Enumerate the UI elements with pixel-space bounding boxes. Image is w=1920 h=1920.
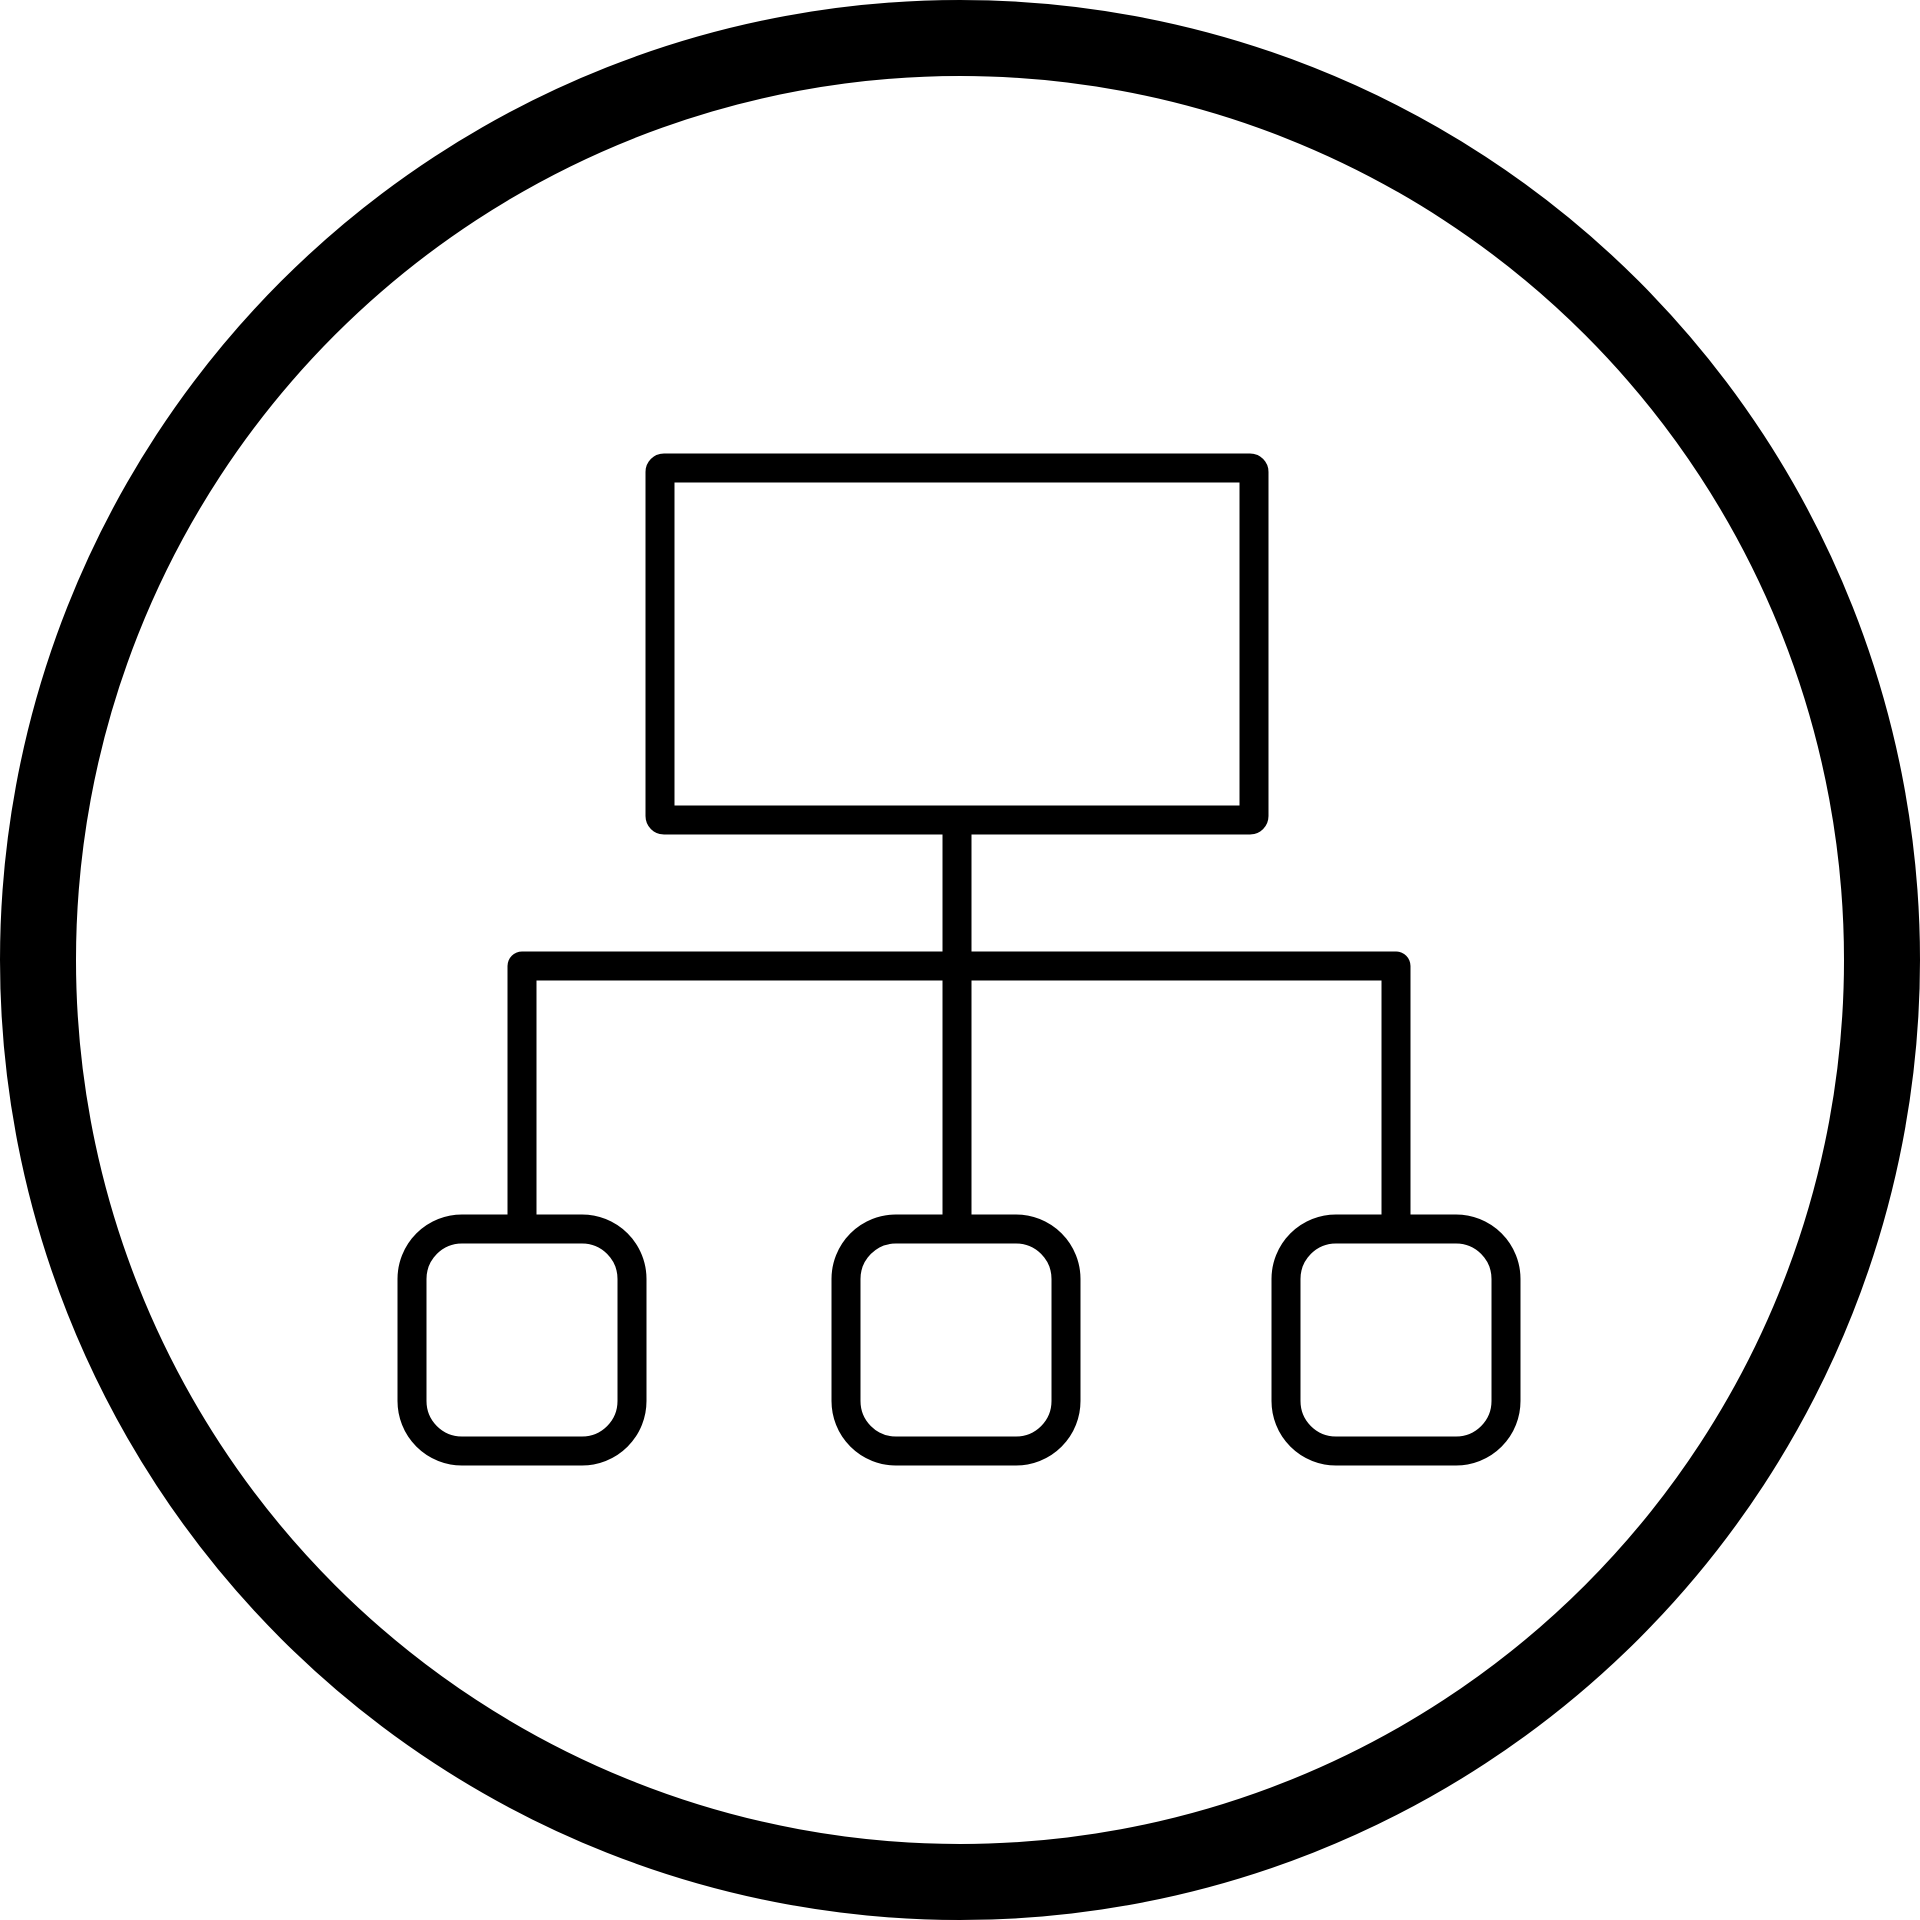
child-nodes: [397, 1214, 1521, 1466]
parent-node: [645, 453, 1269, 835]
child-node-right: [1271, 1214, 1521, 1466]
child-node-center: [831, 1214, 1081, 1466]
connector-lines: [507, 820, 1411, 1226]
branch-line: [507, 951, 1411, 1226]
child-node-left: [397, 1214, 647, 1466]
